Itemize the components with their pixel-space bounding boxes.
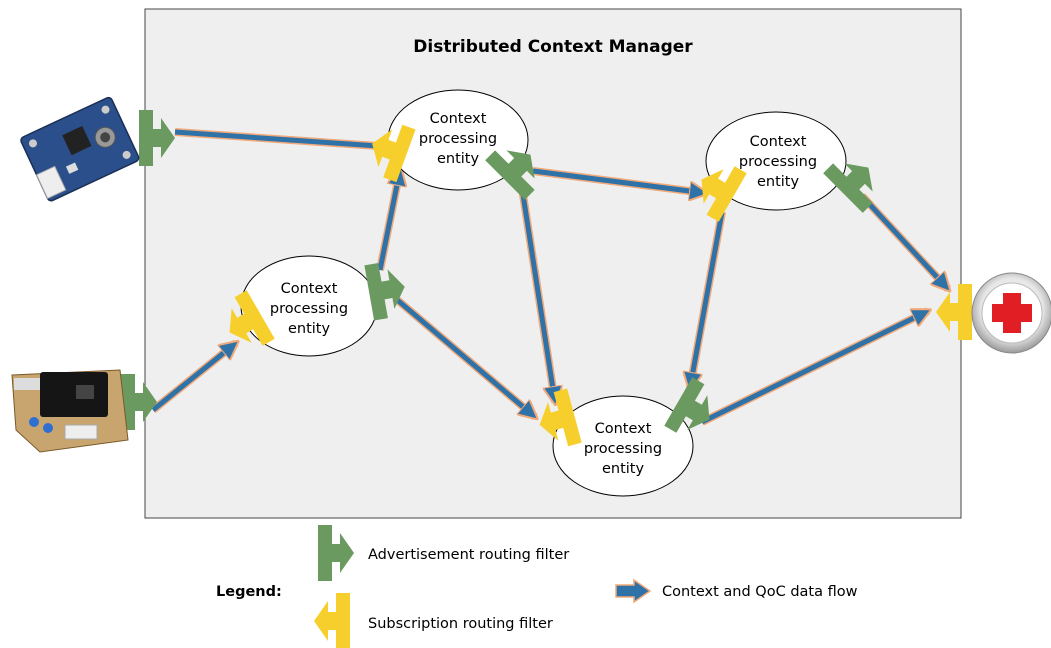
subscription-filter-icon	[936, 284, 972, 340]
subscription-filters	[229, 124, 972, 447]
flow-arrow-entity2-to-entity4	[392, 294, 535, 417]
legend-advertisement-label: Advertisement routing filter	[368, 547, 569, 563]
flow-arrow-entity3-to-consumer	[859, 193, 948, 289]
legend-flow-label: Context and QoC data flow	[662, 584, 858, 600]
entity-2-line-3: entity	[288, 321, 331, 337]
subscription-filter-icon	[372, 124, 416, 183]
advertisement-filter-icon	[364, 262, 405, 321]
flow-arrow-entity2-to-entity1	[376, 170, 400, 271]
entity-4-line-1: Context	[595, 421, 652, 437]
medical-cross-icon	[971, 272, 1051, 354]
flow-arrow-sensor-top-to-entity1	[174, 128, 379, 150]
entity-1-line-1: Context	[430, 111, 487, 127]
entity-3-line-3: entity	[757, 174, 800, 190]
flow-arrow-entity3-to-entity4	[690, 211, 726, 388]
diagram-title: Distributed Context Manager	[413, 37, 693, 57]
advertisement-filter-icon	[664, 377, 710, 433]
dust-sensor-icon	[11, 369, 129, 453]
legend-subscription-icon	[314, 593, 350, 648]
subscription-filter-icon	[539, 388, 582, 447]
advertisement-filter-icon	[121, 374, 157, 430]
subscription-filter-icon	[229, 290, 275, 346]
subscription-filter-icon	[701, 166, 747, 222]
entity-3: Context processing entity	[705, 111, 847, 211]
entity-3-line-1: Context	[750, 134, 807, 150]
advertisement-filter-icon	[485, 150, 535, 200]
entity-3-line-2: processing	[739, 154, 817, 170]
flow-arrow-sensor-bottom-to-entity2	[150, 343, 236, 414]
entity-4-line-3: entity	[602, 461, 645, 477]
legend-advertisement-icon	[318, 525, 354, 581]
advertisement-filter-icon	[139, 110, 175, 166]
entity-1-line-2: processing	[419, 131, 497, 147]
legend-heading: Legend:	[216, 584, 282, 600]
entity-1-line-3: entity	[437, 151, 480, 167]
entity-2-line-2: processing	[270, 301, 348, 317]
advertisement-filters	[121, 110, 873, 433]
entity-4-line-2: processing	[584, 441, 662, 457]
legend: Legend: Advertisement routing filter Sub…	[216, 525, 858, 648]
entity-4: Context processing entity	[552, 395, 694, 497]
flow-arrow-entity1-to-entity4	[518, 187, 555, 402]
advertisement-filter-icon	[823, 163, 873, 213]
legend-subscription-label: Subscription routing filter	[368, 616, 553, 632]
flow-arrow-entity4-to-consumer	[700, 307, 928, 426]
flow-arrows	[150, 128, 948, 426]
entity-2: Context processing entity	[240, 255, 378, 357]
flow-arrow-entity1-to-entity3	[532, 167, 705, 193]
entity-2-line-1: Context	[281, 281, 338, 297]
legend-flow-icon	[615, 578, 652, 604]
sensor-board-icon	[20, 96, 140, 202]
